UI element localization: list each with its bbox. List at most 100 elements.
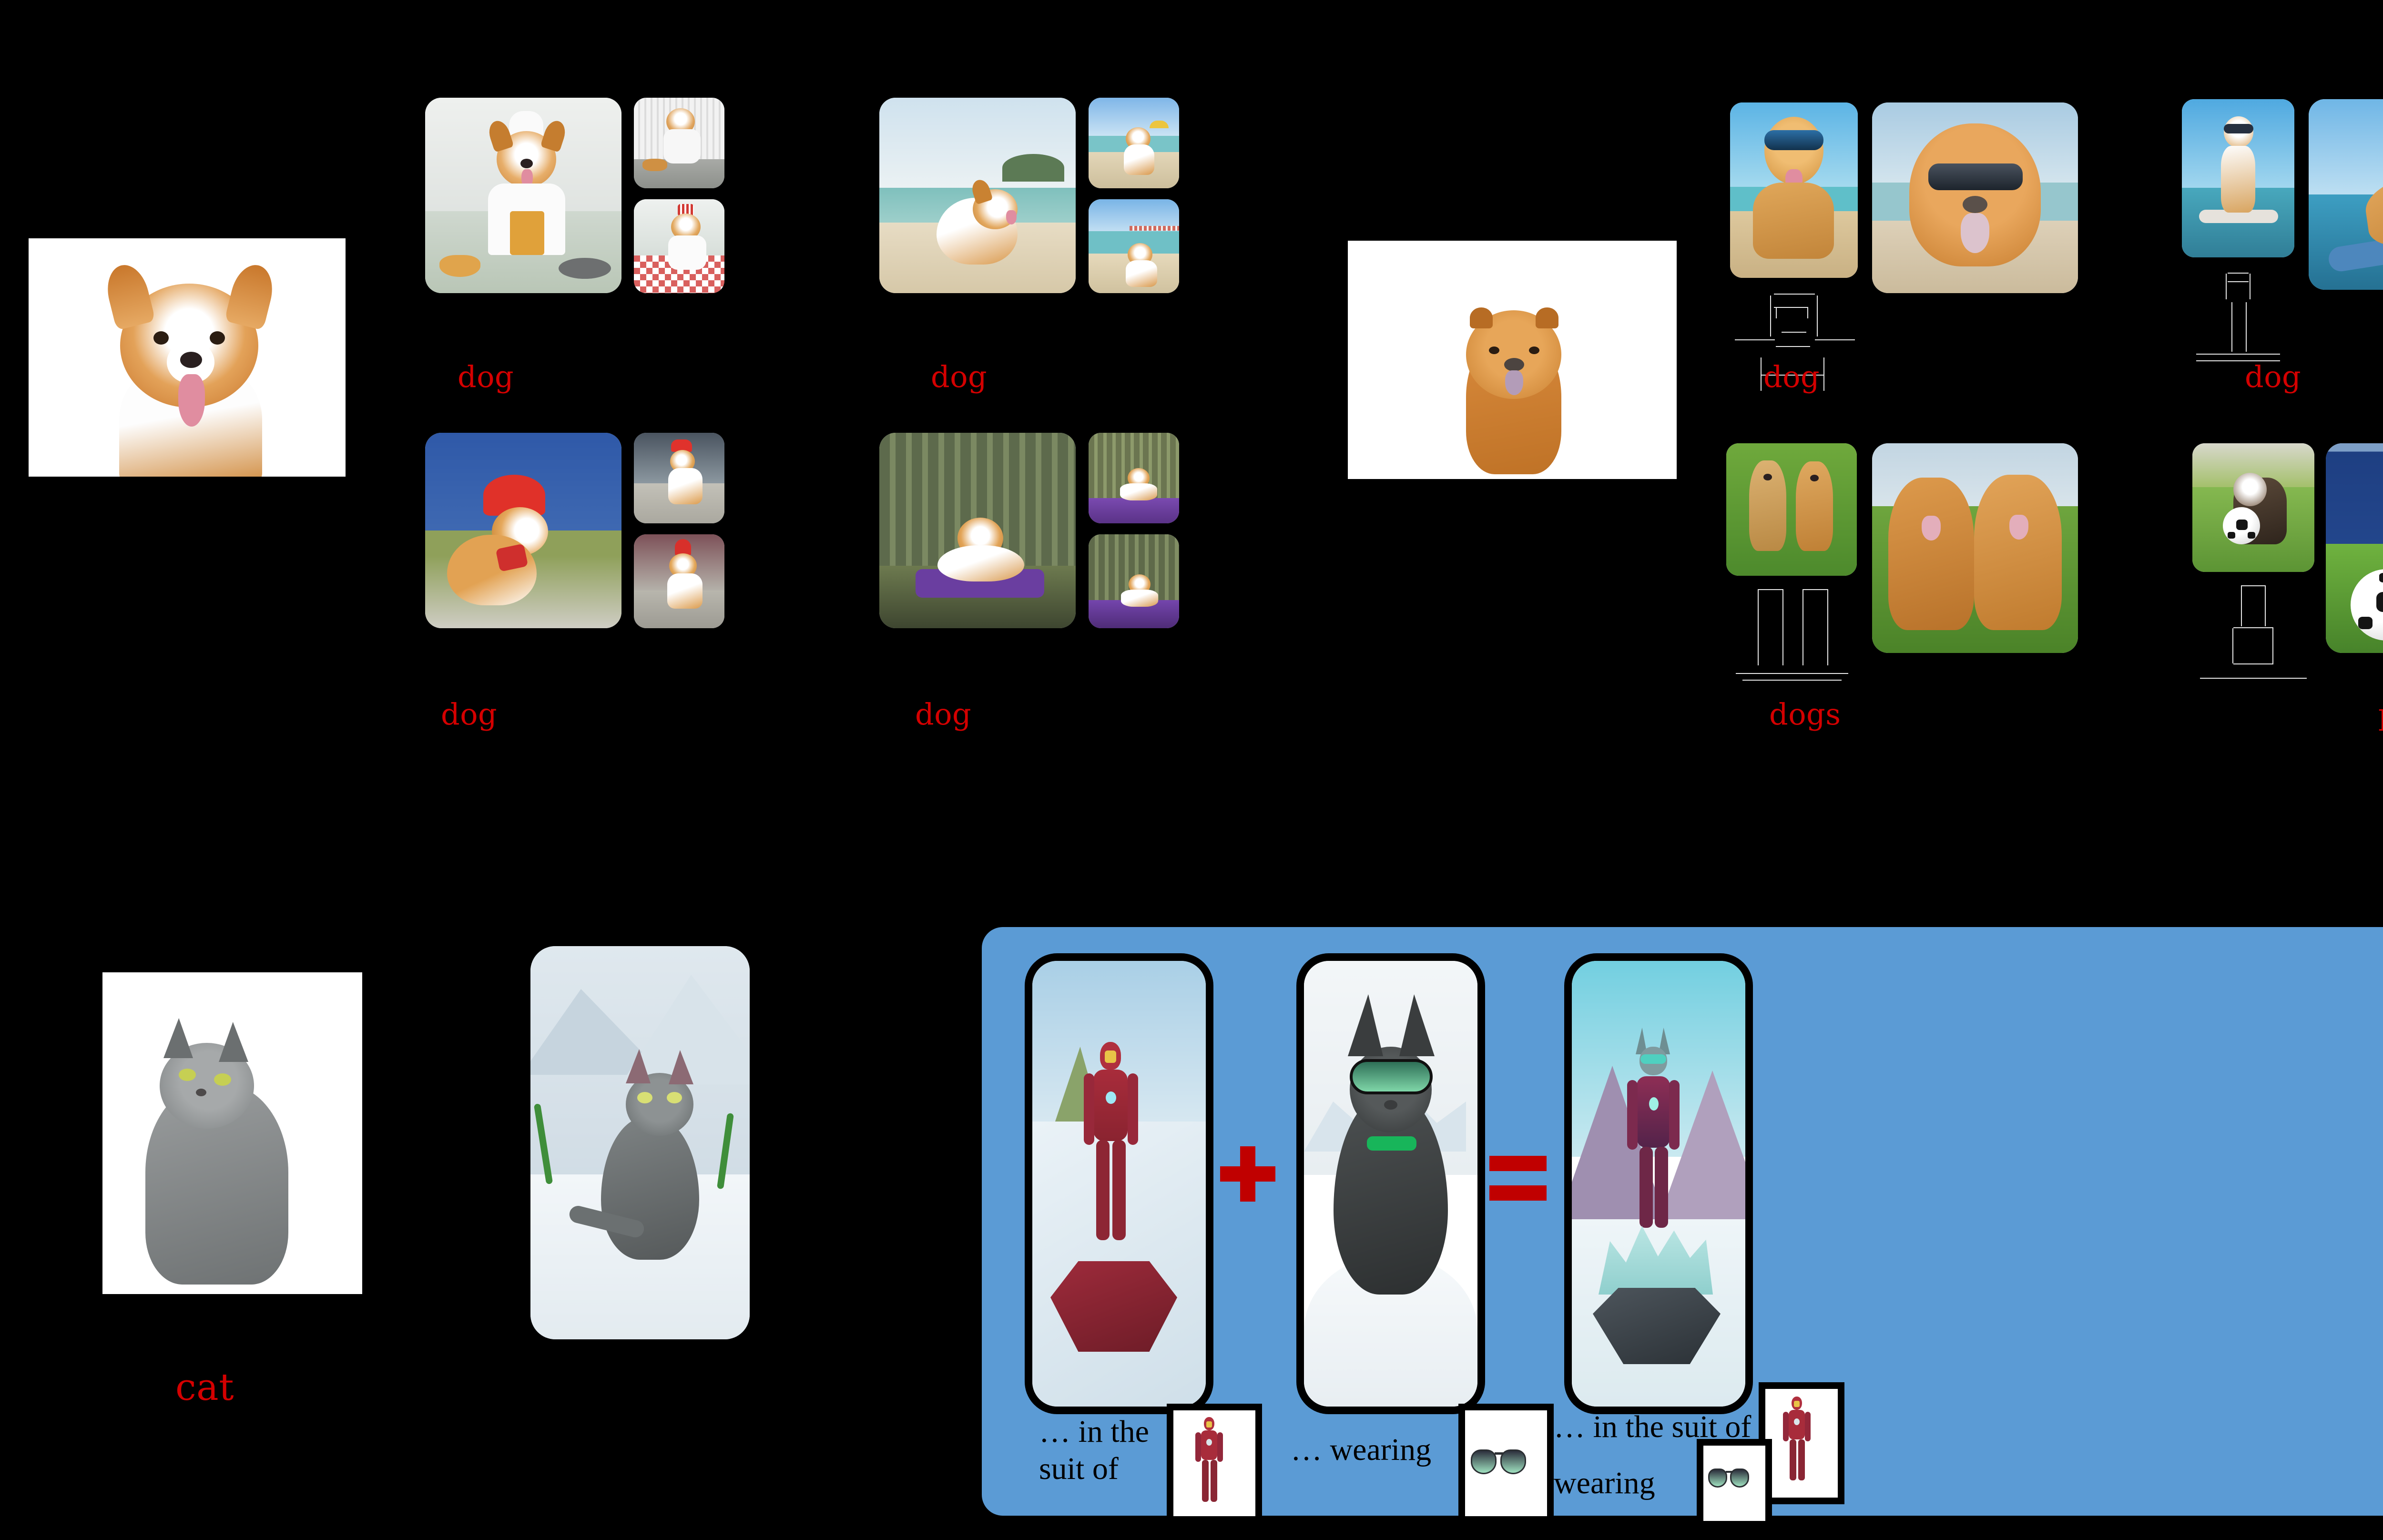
- caption-wearing: … wearing: [1291, 1432, 1432, 1467]
- sketch-stroke: [1803, 589, 1827, 590]
- sketch-stroke: [2272, 628, 2273, 663]
- sketch-stroke: [2231, 302, 2232, 352]
- purple-mat: [1089, 498, 1179, 523]
- forest-dog-side-bottom-image[interactable]: [1089, 534, 1179, 628]
- hat-dog-side-bottom-image[interactable]: [634, 534, 724, 628]
- dog-body: [1120, 483, 1157, 500]
- sketch-stroke: [1761, 357, 1762, 391]
- plus-vertical-bar: [1240, 1146, 1255, 1202]
- sunglasses-beach-dog-result-image[interactable]: [1872, 102, 2078, 293]
- sketch-stroke: [1817, 296, 1818, 337]
- equals-bottom-bar: [1489, 1185, 1547, 1201]
- sketch-stroke: [1807, 308, 1808, 318]
- dog-body: [1126, 260, 1157, 287]
- chef-dog-main-image[interactable]: [425, 98, 621, 293]
- dog-body: [667, 573, 703, 609]
- sketch-stroke: [1776, 346, 1810, 347]
- caption-in-the-suit-of: … in the suit of: [1039, 1414, 1149, 1486]
- surf-dog-guide-image[interactable]: [2182, 99, 2294, 257]
- two-dogs-guide-image[interactable]: [1726, 443, 1857, 576]
- arm-right: [1805, 1412, 1811, 1441]
- iron-man-image[interactable]: [1025, 953, 1213, 1414]
- corgi-ear-right: [224, 260, 278, 331]
- composed-result-image[interactable]: [1564, 953, 1753, 1414]
- aviator-sunglasses-icon: [1708, 1467, 1751, 1489]
- cat-nose: [196, 1089, 206, 1096]
- cat-in-snow-image[interactable]: [530, 946, 750, 1339]
- sketch-stroke: [2226, 274, 2227, 299]
- cat-ear-right: [219, 1022, 248, 1062]
- chicken-plate: [559, 258, 611, 279]
- arm-right: [1669, 1080, 1680, 1150]
- arc-reactor: [1206, 1439, 1212, 1446]
- label-forest-dog: dog: [915, 697, 972, 732]
- sunglasses-beach-dog-guide-image[interactable]: [1730, 102, 1858, 278]
- dog-body: [1753, 183, 1834, 259]
- sketch-stroke: [1823, 357, 1824, 391]
- forest-dog-side-top-image[interactable]: [1089, 433, 1179, 523]
- beach-dog-main-image[interactable]: [879, 98, 1076, 293]
- chow-nose: [1963, 196, 1987, 213]
- cat-eye-right: [667, 1092, 682, 1103]
- stadium-wall: [2326, 443, 2383, 548]
- arm-right: [1217, 1432, 1223, 1462]
- lens-left: [1471, 1449, 1497, 1474]
- green-collar: [1367, 1136, 1416, 1151]
- beach-dog-side-bottom-image[interactable]: [1089, 199, 1179, 293]
- corgi-eye-left: [153, 331, 169, 345]
- sketch-stroke: [2233, 663, 2273, 664]
- chef-dog-side-bottom-image[interactable]: [634, 199, 724, 293]
- chow-tongue: [1505, 370, 1523, 395]
- sunglasses-icon: [1350, 1059, 1433, 1094]
- chow-ear-left: [1470, 307, 1493, 328]
- cat-eye-right: [214, 1073, 231, 1086]
- soccer-puppy-guide-image[interactable]: [2192, 443, 2314, 572]
- sketch-stroke: [1735, 339, 1775, 340]
- caption-result-wearing: wearing: [1554, 1466, 1655, 1500]
- cat-body: [601, 1117, 699, 1260]
- hat-dog-main-image[interactable]: [425, 433, 621, 628]
- chow-tongue-right: [2009, 515, 2028, 540]
- sketch-stroke: [2196, 354, 2280, 355]
- result-iron-man-thumbnail: [1759, 1382, 1844, 1504]
- chef-dog-side-top-image[interactable]: [634, 98, 724, 188]
- chow-nose: [1504, 358, 1524, 371]
- arm-left: [1627, 1080, 1638, 1150]
- sunglasses-cat-image[interactable]: [1296, 953, 1485, 1414]
- soccer-puppy-edge-sketch: [2192, 580, 2314, 690]
- surf-dog-result-image[interactable]: [2309, 99, 2383, 290]
- cat-nose: [1384, 1100, 1397, 1110]
- iron-man-thumbnail: [1167, 1404, 1262, 1523]
- sketch-stroke: [1759, 589, 1782, 590]
- leg-left: [1790, 1439, 1796, 1480]
- corgi-ear-left: [102, 260, 156, 331]
- arm-left: [1084, 1073, 1094, 1145]
- sketch-stroke: [2241, 585, 2242, 626]
- apron: [510, 211, 544, 255]
- sketch-stroke: [1815, 339, 1855, 340]
- hat-dog-side-top-image[interactable]: [634, 433, 724, 523]
- dog-body: [2221, 146, 2255, 213]
- forest-dog-main-image[interactable]: [879, 433, 1076, 628]
- soccer-puppy-result-image[interactable]: [2326, 443, 2383, 653]
- leg-left: [1202, 1460, 1209, 1502]
- sketch-stroke: [1736, 673, 1848, 674]
- red-cap: [671, 439, 692, 452]
- arc-reactor: [1794, 1418, 1800, 1425]
- sketch-stroke: [1770, 296, 1771, 337]
- chow-eye-right: [1529, 347, 1539, 354]
- pier: [1130, 226, 1179, 231]
- two-dogs-result-image[interactable]: [1872, 443, 2078, 653]
- fried-chicken: [439, 255, 480, 277]
- cat-eye-left: [179, 1069, 196, 1081]
- bridge: [1726, 1471, 1732, 1473]
- lens-right: [1730, 1469, 1749, 1488]
- sketch-stroke: [1758, 589, 1759, 665]
- chow-right: [1974, 475, 2062, 630]
- beach-dog-side-top-image[interactable]: [1089, 98, 1179, 188]
- composition-panel: … in the suit of … wearing … in the suit…: [982, 927, 2383, 1528]
- sketch-stroke: [2265, 585, 2266, 626]
- cat-in-suit-figure: [1625, 1028, 1682, 1233]
- sketch-stroke: [1782, 332, 1806, 333]
- chow-left: [1888, 478, 1974, 630]
